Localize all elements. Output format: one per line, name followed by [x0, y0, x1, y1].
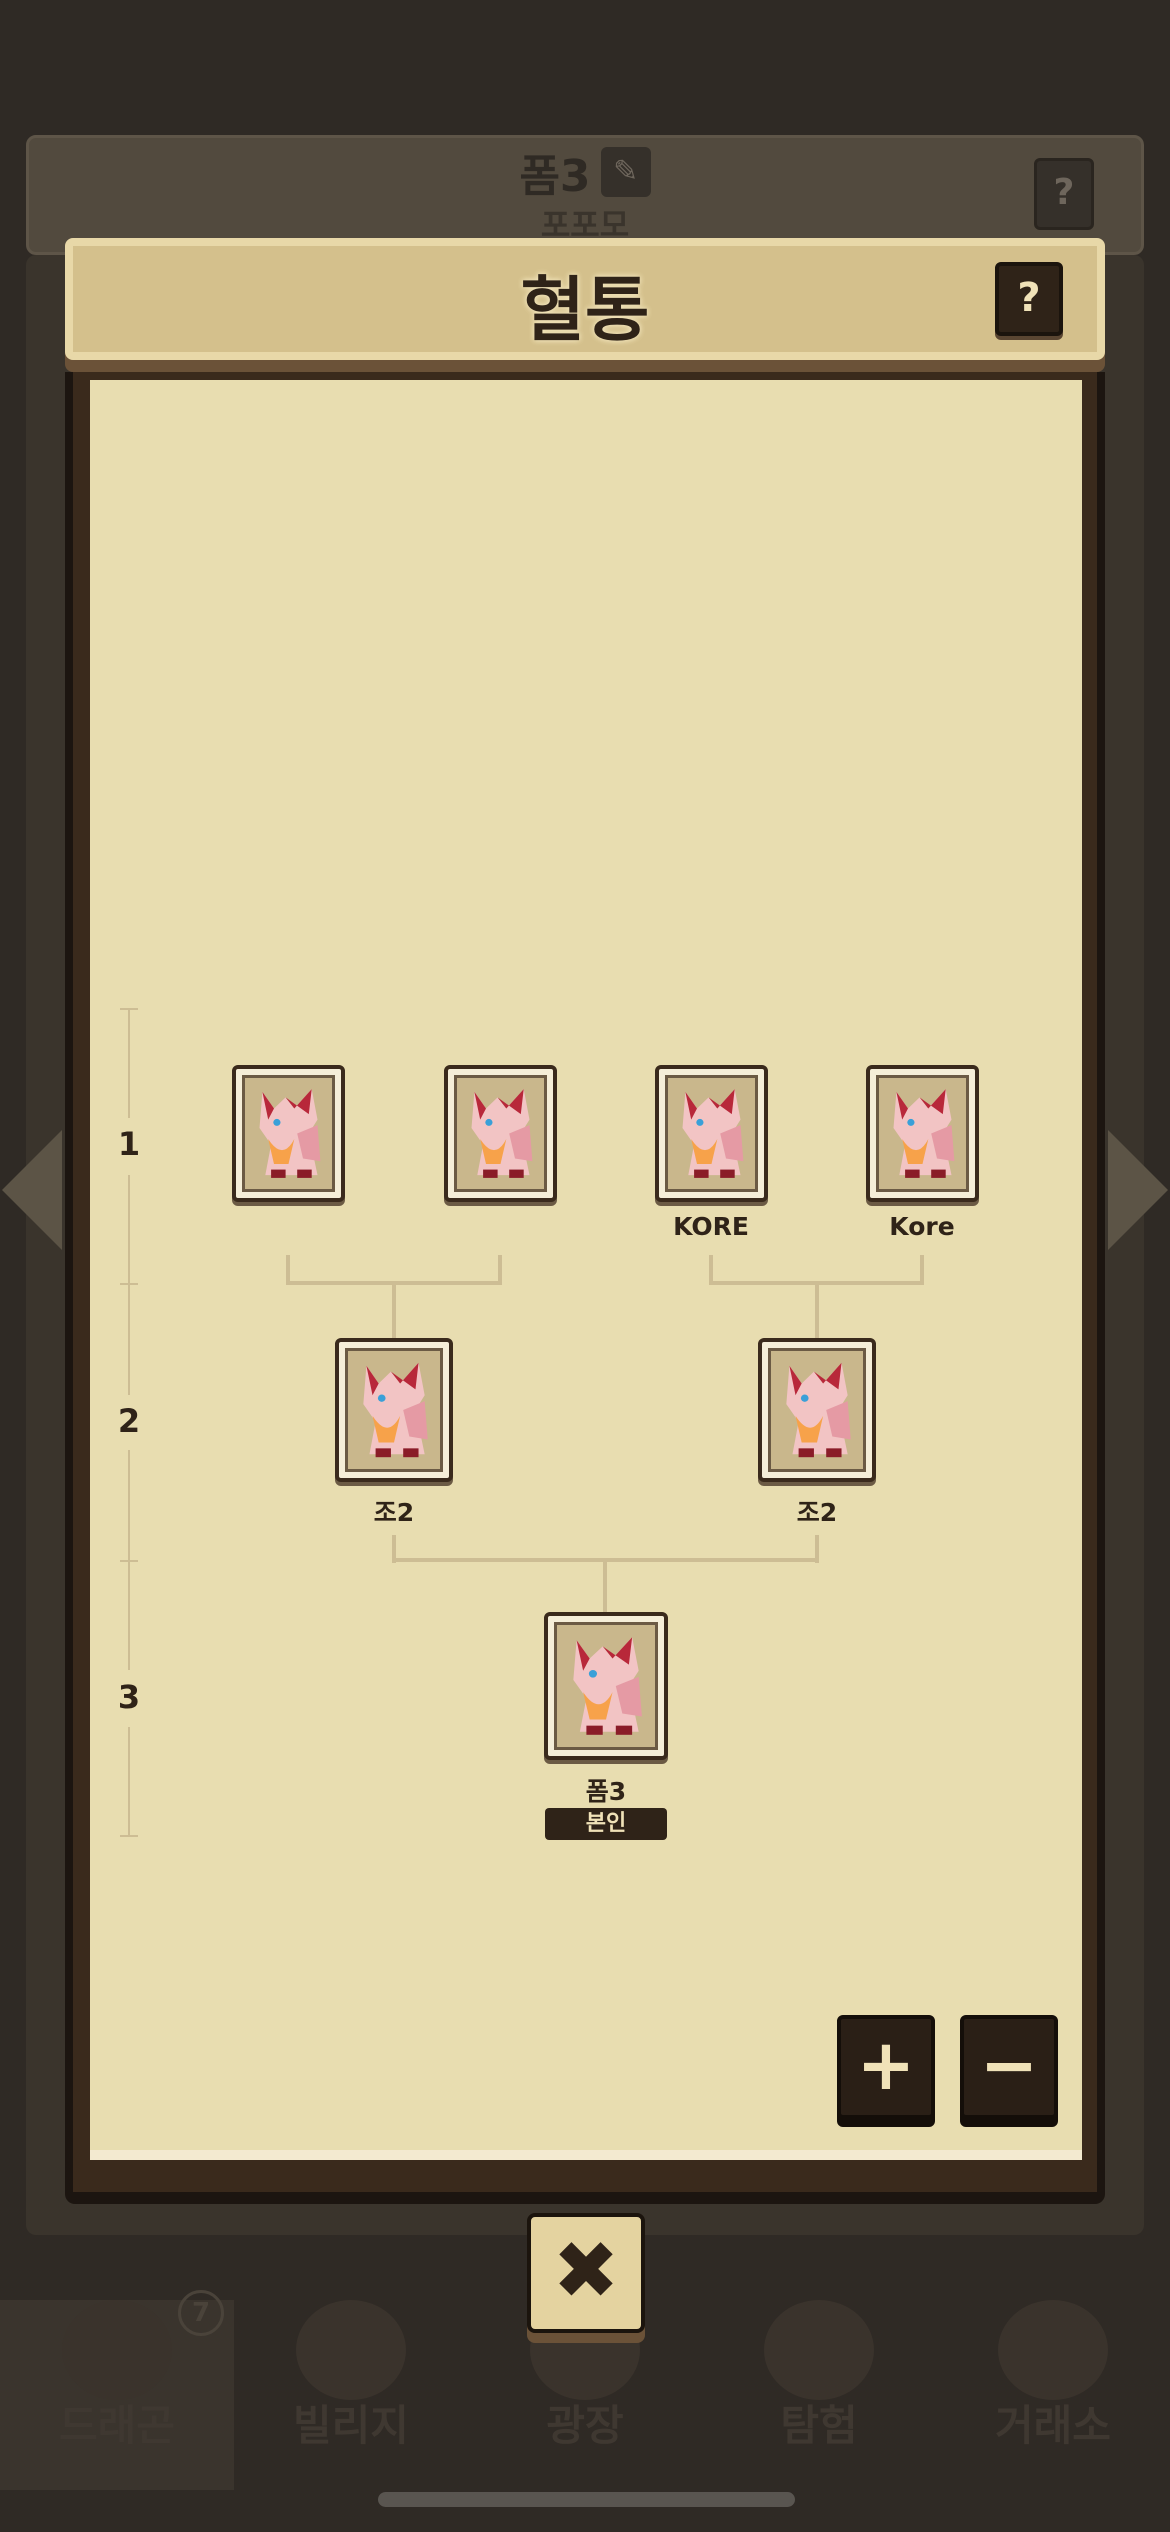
generation-label: 3: [117, 1678, 141, 1716]
background-dragon-subtitle: 포포모: [540, 206, 630, 244]
nav-label: 광장: [546, 2401, 624, 2450]
compass-icon: [764, 2300, 874, 2400]
zoom-in-button[interactable]: +: [837, 2015, 935, 2119]
background-header: [26, 135, 1144, 255]
village-icon: [296, 2300, 406, 2400]
dragon-card[interactable]: [544, 1612, 668, 1760]
generation-label: 1: [117, 1125, 141, 1163]
nav-label: 드래곤: [59, 2401, 175, 2450]
pencil-icon: ✎: [600, 147, 651, 197]
scale-line: [128, 1727, 130, 1835]
dragon-card[interactable]: [655, 1065, 768, 1202]
close-button[interactable]: ✖: [527, 2213, 645, 2333]
nav-label: 빌리지: [293, 2401, 409, 2450]
connector: [709, 1255, 713, 1285]
dragon-portrait: [345, 1348, 443, 1472]
scale-tick: [120, 1008, 138, 1010]
nav-exchange: 거래소: [936, 2300, 1170, 2490]
nav-label: 탐험: [780, 2401, 858, 2450]
generation-label: 2: [117, 1402, 141, 1440]
nav-village: 빌리지: [234, 2300, 468, 2490]
connector: [603, 1560, 607, 1614]
scale-icon: [998, 2300, 1108, 2400]
bottom-nav: 드래곤 7 빌리지 광장 탐험 거래소: [0, 2290, 1170, 2490]
scale-tick: [120, 1835, 138, 1837]
scale-tick: [120, 1283, 138, 1285]
dragon-icon: [62, 2300, 172, 2400]
help-button[interactable]: ?: [995, 262, 1063, 336]
dragon-name-text: 폼3: [519, 151, 591, 202]
nav-badge: 7: [178, 2290, 224, 2336]
dragon-card[interactable]: [335, 1338, 453, 1482]
self-badge: 본인: [545, 1808, 667, 1840]
connector: [392, 1535, 396, 1563]
dragon-name: 폼3: [585, 1777, 627, 1806]
connector: [815, 1283, 819, 1341]
nav-dragon: 드래곤 7: [0, 2290, 234, 2490]
dragon-name: 조2: [796, 1498, 838, 1527]
connector: [498, 1255, 502, 1285]
modal-header: 혈통: [65, 238, 1105, 360]
dragon-card[interactable]: [758, 1338, 876, 1482]
connector: [920, 1255, 924, 1285]
dragon-name: Kore: [889, 1212, 955, 1241]
nav-explore: 탐험: [702, 2300, 936, 2490]
dragon-name: KORE: [673, 1212, 749, 1241]
dragon-portrait: [554, 1622, 658, 1750]
pedigree-canvas[interactable]: [90, 380, 1082, 2160]
dragon-card[interactable]: [232, 1065, 345, 1202]
dragon-name: 조2: [373, 1498, 415, 1527]
dragon-card[interactable]: [444, 1065, 557, 1202]
modal-title: 혈통: [520, 269, 650, 351]
previous-arrow-icon: [2, 1130, 62, 1250]
dragon-portrait: [665, 1075, 758, 1192]
next-arrow-icon: [1108, 1130, 1168, 1250]
dragon-portrait: [876, 1075, 969, 1192]
dragon-card[interactable]: [866, 1065, 979, 1202]
home-indicator[interactable]: [378, 2492, 795, 2507]
connector: [286, 1255, 290, 1285]
connector: [815, 1535, 819, 1563]
background-dragon-name: 폼3✎: [0, 140, 1170, 204]
scale-line: [128, 1008, 130, 1118]
scale-tick: [120, 1560, 138, 1562]
connector: [392, 1283, 396, 1341]
dragon-portrait: [768, 1348, 866, 1472]
nav-label: 거래소: [995, 2401, 1111, 2450]
dragon-portrait: [242, 1075, 335, 1192]
scale-line: [128, 1175, 130, 1395]
dragon-portrait: [454, 1075, 547, 1192]
background-help-button: ?: [1034, 158, 1094, 230]
zoom-out-button[interactable]: −: [960, 2015, 1058, 2119]
